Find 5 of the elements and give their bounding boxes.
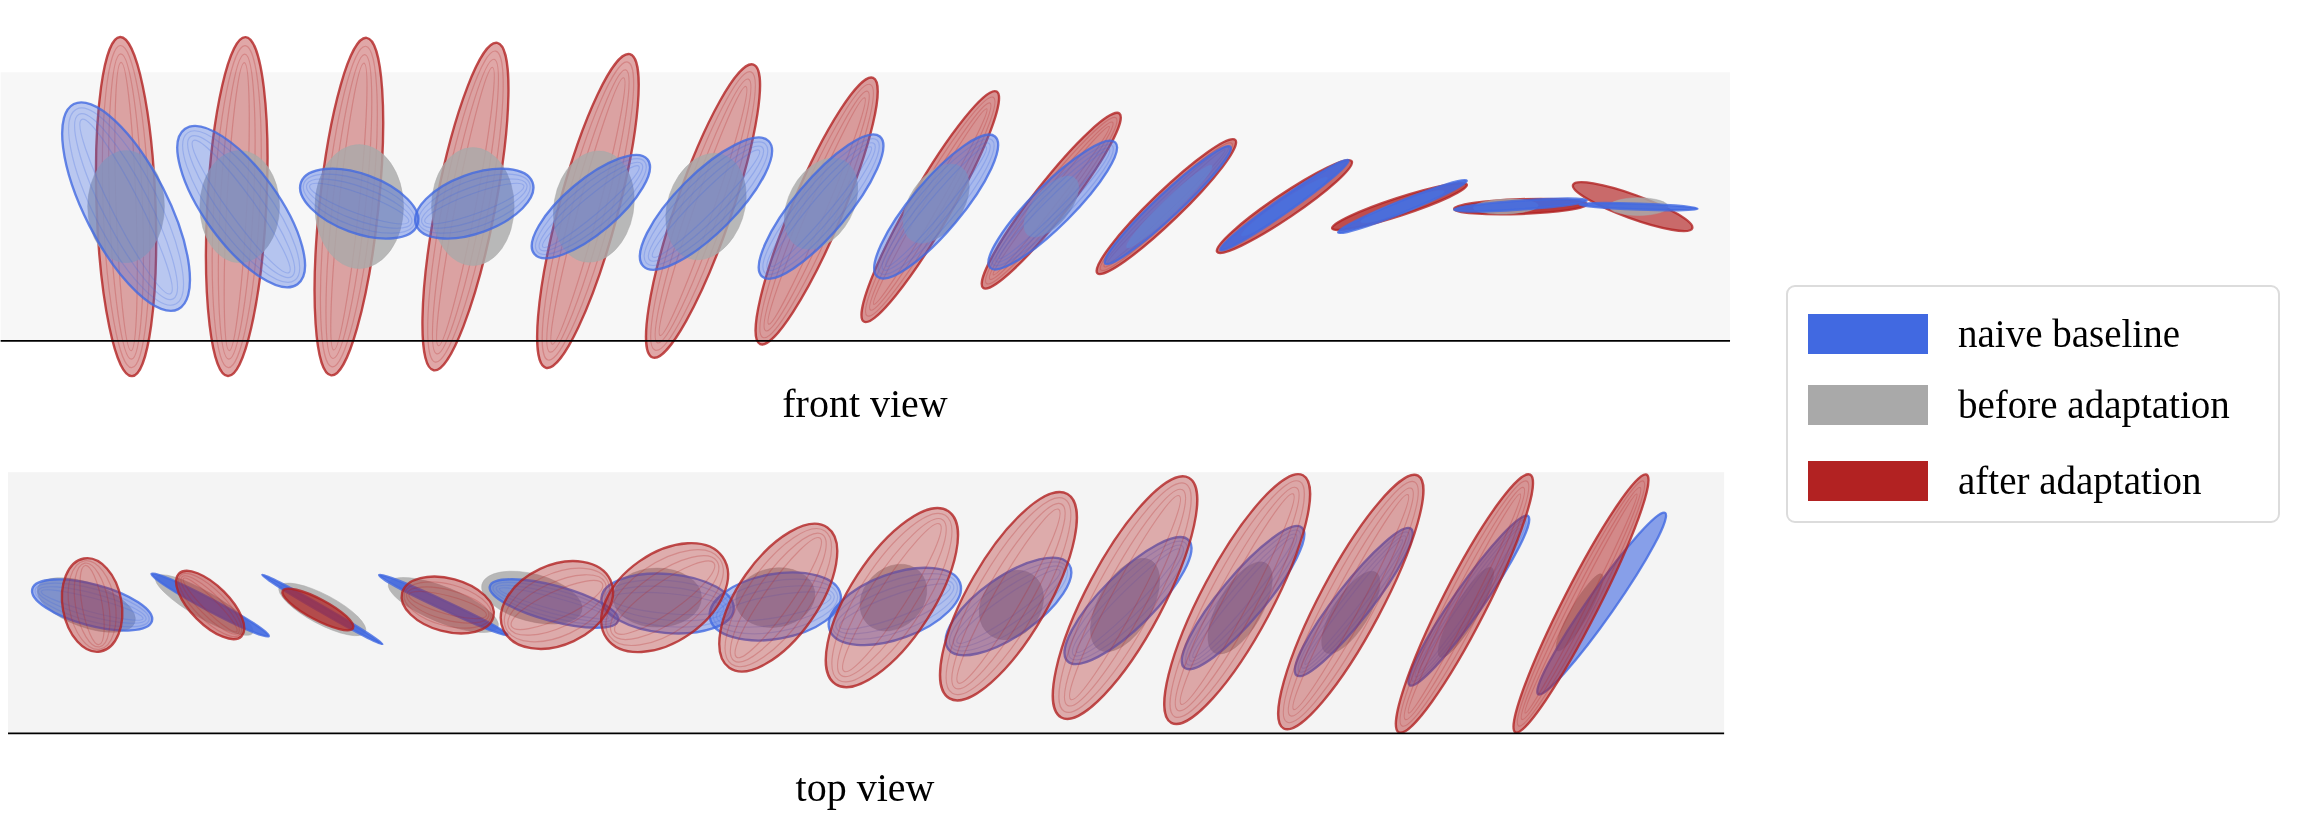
legend-label: naive baseline bbox=[1958, 312, 2180, 356]
view-caption: top view bbox=[795, 768, 935, 808]
view-caption: front view bbox=[782, 384, 948, 424]
legend-label: before adaptation bbox=[1958, 383, 2230, 427]
legend-label: after adaptation bbox=[1958, 459, 2202, 503]
